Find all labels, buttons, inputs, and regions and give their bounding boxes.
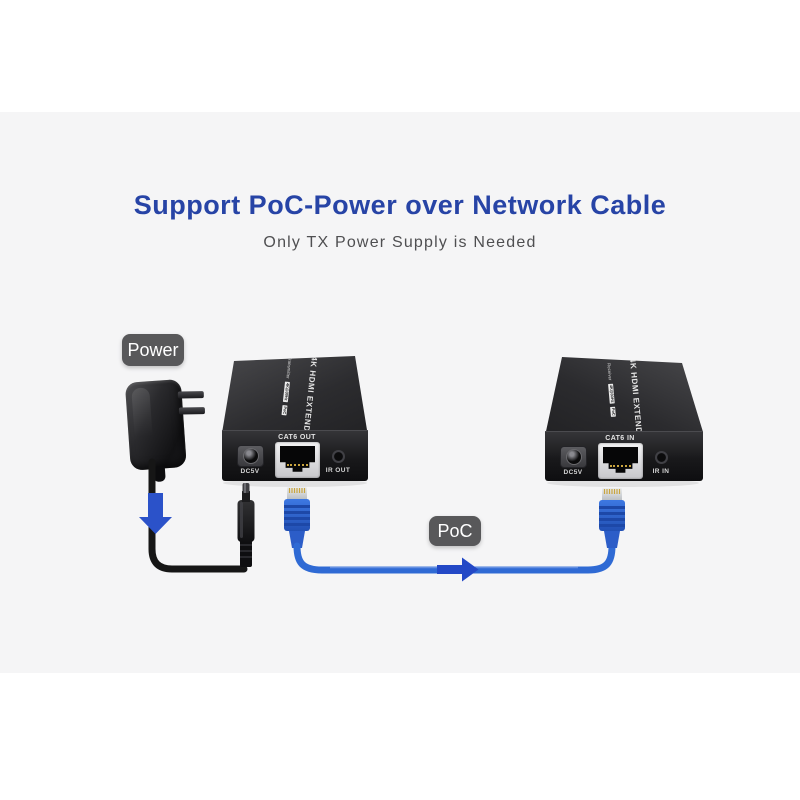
dc-power-jack [237, 445, 264, 467]
transmitter-front-panel: DC5V CAT6 OUT IR OUT [222, 430, 368, 481]
poc-label: PoC [429, 516, 481, 546]
receiver-top-face: 4K HDMI EXTENDER Receiver 4K@30Hz PoC [545, 357, 703, 447]
dc-jack-hole [242, 448, 259, 464]
receiver-device: 4K HDMI EXTENDER Receiver 4K@30Hz PoC DC… [543, 352, 705, 484]
device-shadow [223, 479, 699, 487]
ir-jack [655, 451, 668, 464]
power-label: Power [122, 334, 184, 366]
rj45-port-opening [280, 446, 315, 472]
rj45-gold-pins [287, 464, 308, 466]
rj45-port [275, 442, 320, 478]
rj45-port-opening [603, 447, 638, 473]
receiver-top-subprint: Receiver 4K@30Hz PoC [606, 363, 617, 435]
dc-port-label: DC5V [563, 469, 583, 476]
resolution-badge: 4K@30Hz [608, 383, 615, 404]
transmitter-device: 4K HDMI EXTENDER Transmitter 4K@30Hz PoC… [218, 352, 370, 481]
transmitter-top-title: 4K HDMI EXTENDER [300, 355, 319, 445]
rj45-gold-pins [610, 465, 631, 467]
transmitter-top-subprint: Transmitter 4K@30Hz PoC [280, 356, 293, 428]
dc-power-jack [560, 446, 587, 468]
transmitter-role-label: Transmitter [285, 356, 293, 379]
cat6-in-label: CAT6 IN [605, 435, 635, 442]
right-arrow-icon [437, 557, 479, 582]
ir-jack [332, 450, 345, 463]
dc-plug [237, 483, 255, 567]
dc-port-label: DC5V [240, 468, 260, 475]
poc-badge: PoC [281, 404, 288, 416]
rj45-connector-left [284, 487, 310, 548]
rj45-connector-right [599, 488, 625, 548]
power-cable [148, 458, 248, 573]
page-subtitle: Only TX Power Supply is Needed [263, 234, 537, 251]
transmitter-top-face: 4K HDMI EXTENDER Transmitter 4K@30Hz PoC [222, 355, 367, 445]
dc-jack-hole [565, 449, 582, 465]
rj45-port [598, 443, 643, 479]
page-title: Support PoC-Power over Network Cable [133, 190, 667, 220]
receiver-top-title: 4K HDMI EXTENDER [627, 357, 645, 447]
receiver-front-panel: DC5V CAT6 IN IR IN [545, 431, 703, 481]
ir-port-label: IR OUT [325, 467, 351, 474]
down-arrow-icon [139, 493, 172, 534]
ir-port-label: IR IN [652, 468, 670, 475]
resolution-badge: 4K@30Hz [282, 381, 290, 403]
receiver-top-print: 4K HDMI EXTENDER Receiver 4K@30Hz PoC [600, 357, 690, 447]
poc-badge: PoC [610, 406, 616, 418]
cat6-out-label: CAT6 OUT [278, 434, 316, 441]
transmitter-top-print: 4K HDMI EXTENDER Transmitter 4K@30Hz PoC [274, 355, 366, 445]
receiver-role-label: Receiver [606, 362, 613, 381]
